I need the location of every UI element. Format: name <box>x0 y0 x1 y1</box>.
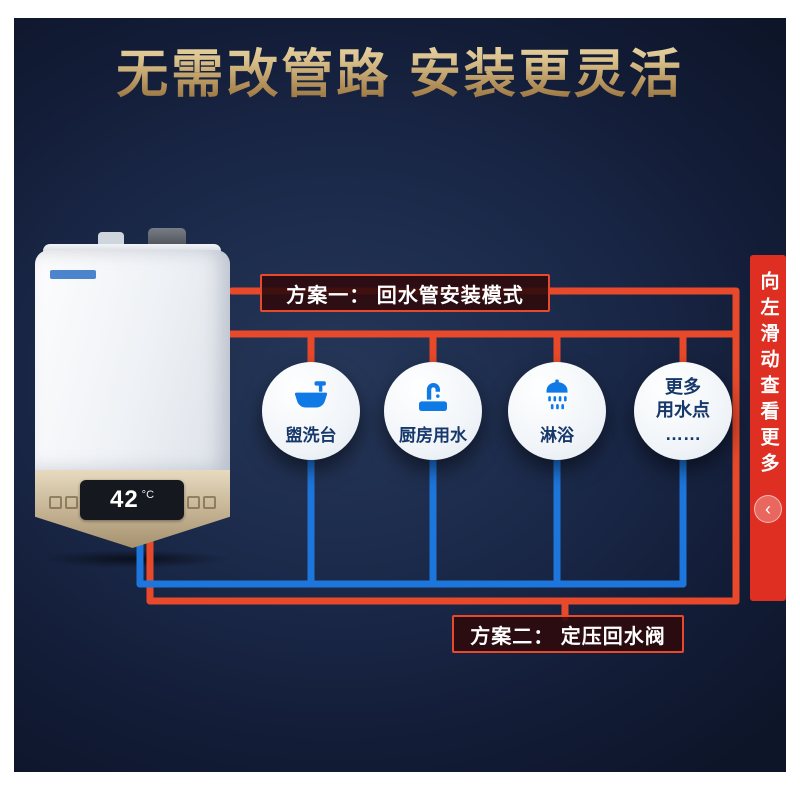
fixture-label: 盥洗台 <box>285 426 337 445</box>
fixture-shower: 淋浴 <box>508 362 606 460</box>
temp-value: 42 <box>109 486 139 513</box>
cold-water-pipes <box>136 454 687 588</box>
temp-unit: °C <box>141 489 155 501</box>
poster-background: 无需改管路 安装更灵活 <box>14 18 786 772</box>
panel-button <box>203 496 216 509</box>
plan2-label-box: 方案二： 定压回水阀 <box>452 615 684 653</box>
fixture-kitchen: 厨房用水 <box>384 362 482 460</box>
kitchen-faucet-icon <box>419 383 447 411</box>
panel-button <box>49 496 62 509</box>
shower-icon <box>546 379 568 410</box>
more-line-3: …… <box>665 423 701 444</box>
panel-button <box>187 496 200 509</box>
pipe-diagram <box>136 287 740 622</box>
temperature-display: 42 °C <box>80 480 184 520</box>
panel-button <box>65 496 78 509</box>
swipe-sidebar[interactable]: 向左滑动查看更多 ‹ <box>750 255 786 601</box>
fixture-more-points: 更多 用水点 …… <box>634 362 732 460</box>
plan1-label-box: 方案一： 回水管安装模式 <box>260 274 550 312</box>
swipe-hint-text: 向左滑动查看更多 <box>757 271 779 479</box>
swipe-more-button[interactable]: ‹ <box>754 495 782 523</box>
water-heater-body <box>35 250 230 470</box>
more-line-2: 用水点 <box>656 400 710 421</box>
more-line-1: 更多 <box>665 376 701 397</box>
chevron-left-icon: ‹ <box>765 499 771 519</box>
brand-logo <box>50 270 96 279</box>
more-points-text: 更多 用水点 …… <box>656 376 710 446</box>
washbasin-icon <box>294 381 328 408</box>
headline: 无需改管路 安装更灵活 <box>14 32 786 107</box>
heater-shadow <box>40 550 230 568</box>
fixture-label: 淋浴 <box>540 426 574 445</box>
fixture-label: 厨房用水 <box>399 426 467 445</box>
fixture-washbasin: 盥洗台 <box>262 362 360 460</box>
